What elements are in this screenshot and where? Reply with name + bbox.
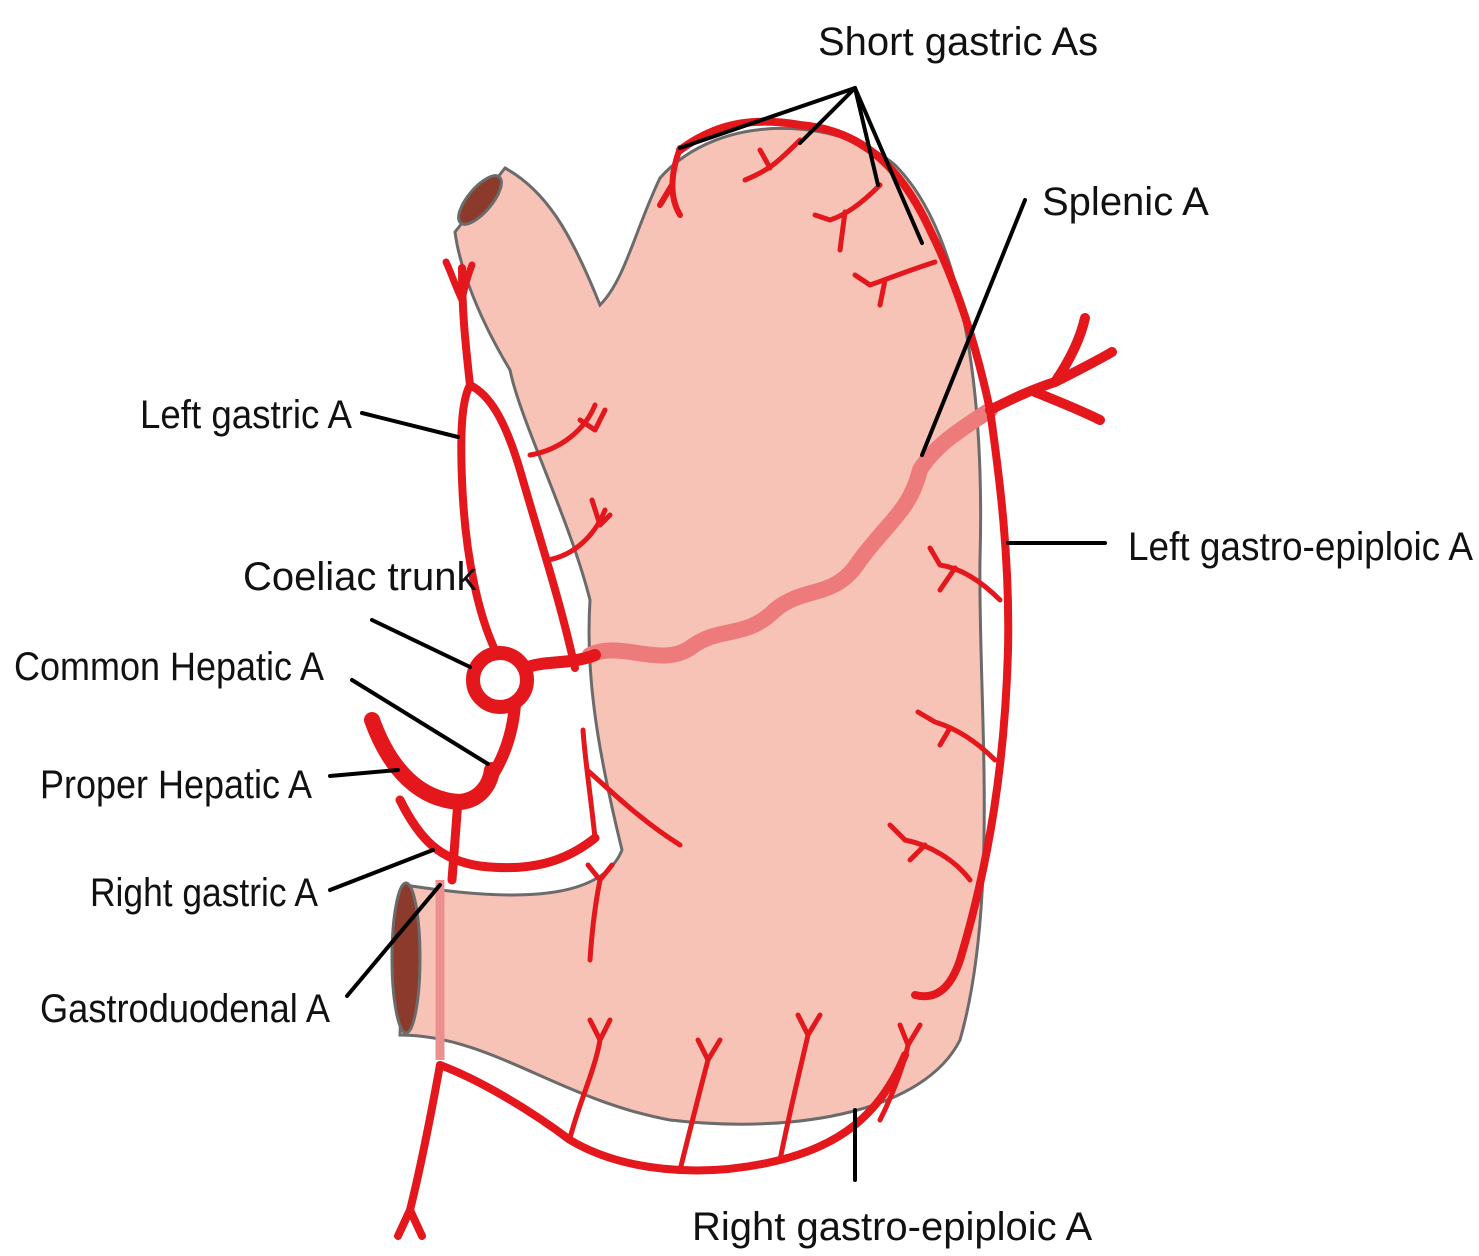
label-gastroduodenal: Gastroduodenal A [40, 987, 330, 1031]
label-right-gastro-epiploic: Right gastro-epiploic A [692, 1205, 1093, 1249]
right-gastric-artery [400, 800, 595, 868]
proper-hepatic-artery [372, 720, 492, 802]
label-short-gastric: Short gastric As [818, 20, 1098, 64]
coeliac-trunk-ring [473, 653, 527, 707]
label-proper-hepatic: Proper Hepatic A [40, 763, 312, 807]
coeliac-branch [525, 655, 595, 668]
gastroduodenal-artery [452, 800, 458, 880]
label-splenic: Splenic A [1042, 180, 1209, 224]
duodenum-lumen [392, 883, 420, 1033]
leader-coeliac-trunk [372, 620, 470, 667]
label-common-hepatic: Common Hepatic A [14, 645, 324, 689]
right-epiploic-descending [398, 1065, 440, 1236]
label-left-gastric: Left gastric A [140, 393, 352, 437]
label-left-gastro-epiploic: Left gastro-epiploic A [1128, 525, 1473, 569]
right-gastric-lesser-curvature [583, 730, 595, 838]
leader-right-gastric [330, 850, 433, 890]
leader-proper-hepatic [330, 770, 398, 776]
splenic-terminal-branches [990, 318, 1112, 420]
label-right-gastric: Right gastric A [90, 871, 318, 915]
leader-left-gastric [362, 413, 458, 437]
label-coeliac-trunk: Coeliac trunk [243, 555, 477, 599]
